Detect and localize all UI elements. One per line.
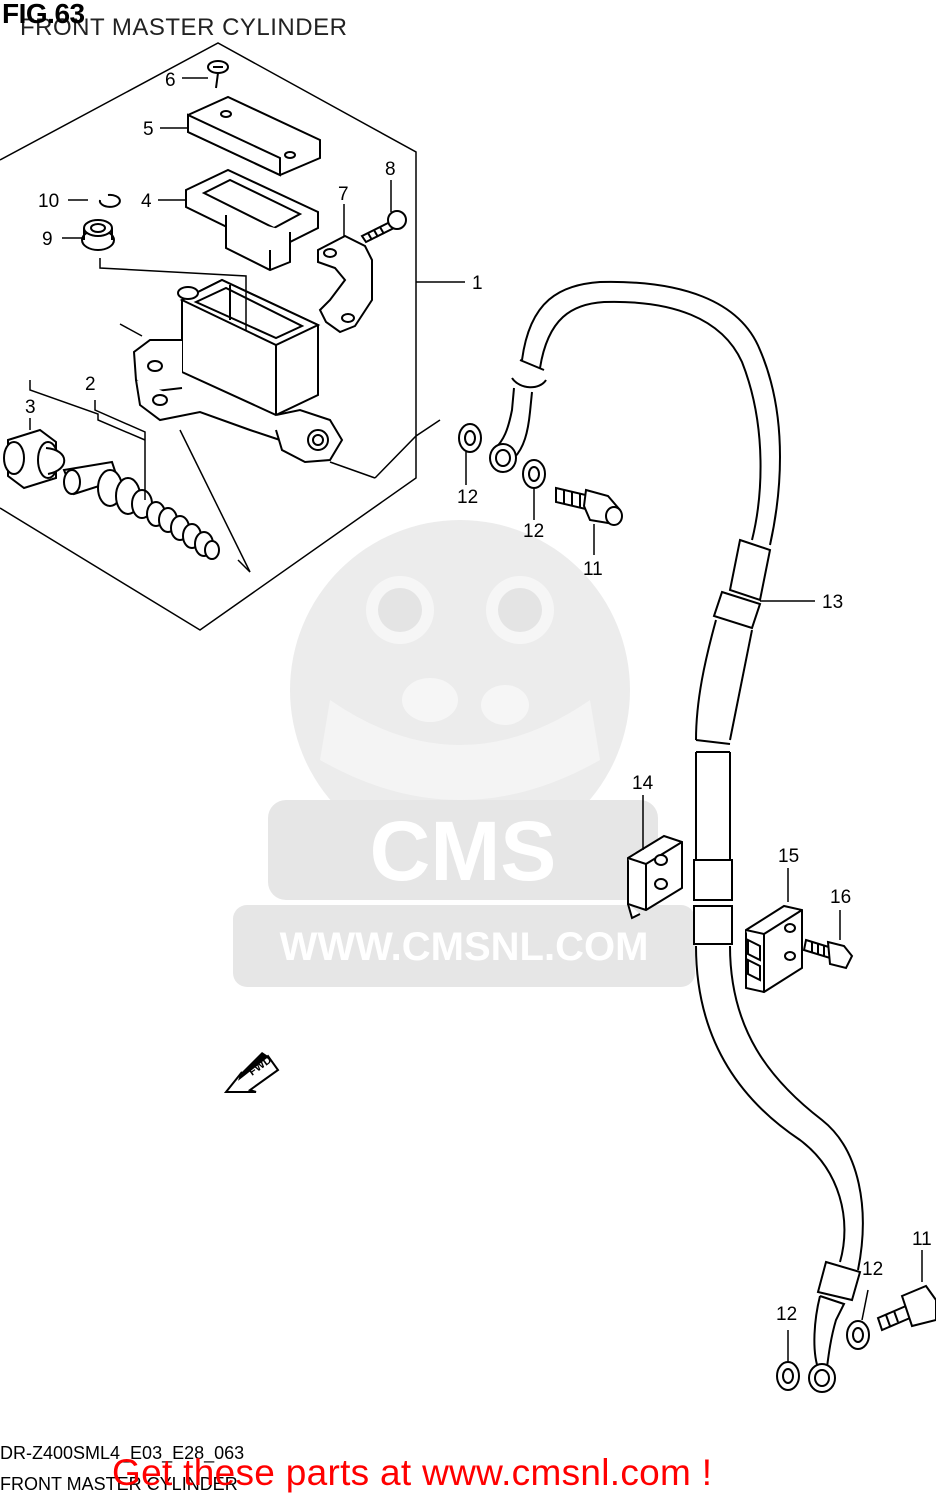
- shop-link-banner[interactable]: Get these parts at www.cmsnl.com !: [112, 1452, 713, 1493]
- part-12-washer-d: [776, 1361, 800, 1391]
- master-cylinder-body: [132, 278, 344, 464]
- part-4-diaphragm-plate: [185, 168, 319, 272]
- callout-2: 2: [85, 374, 96, 395]
- part-2-piston-kit: [62, 460, 220, 560]
- part-15-bracket: [745, 904, 803, 994]
- callout-11a: 11: [583, 559, 603, 580]
- part-14-hose-clamp: [627, 834, 683, 920]
- callout-6: 6: [165, 70, 176, 91]
- callout-15: 15: [778, 846, 799, 867]
- part-8-bolt: [360, 210, 407, 244]
- callout-12a: 12: [457, 487, 478, 508]
- brake-hose-upper: [489, 280, 781, 745]
- callout-14: 14: [632, 773, 654, 794]
- watermark-url: WWW.CMSNL.COM: [280, 925, 649, 969]
- cms-watermark-logo: CMS WWW.CMSNL.COM: [233, 520, 695, 987]
- callout-8: 8: [385, 159, 396, 180]
- forward-direction-arrow: FWD: [223, 1052, 280, 1093]
- callout-10: 10: [38, 191, 59, 212]
- part-11-union-bolt-b: [876, 1284, 936, 1332]
- part-16-bolt: [802, 938, 854, 970]
- alignment-lines: [29, 258, 441, 573]
- callout-7: 7: [338, 184, 349, 205]
- model-code: DR-Z400SML4_E03_E28_063: [0, 1443, 245, 1463]
- callout-12d: 12: [776, 1304, 797, 1325]
- part-3-piston-cup: [3, 428, 66, 490]
- part-11-union-bolt-a: [555, 486, 623, 526]
- assembly-outline: [0, 42, 417, 631]
- callout-5: 5: [143, 119, 154, 140]
- callout-3: 3: [25, 397, 36, 418]
- callout-12b: 12: [523, 521, 544, 542]
- part-6-screw: [207, 60, 229, 89]
- callout-9: 9: [42, 229, 53, 250]
- part-5-reservoir-cap: [187, 95, 321, 177]
- callout-11b: 11: [912, 1229, 932, 1250]
- callout-16: 16: [830, 887, 851, 908]
- callout-1: 1: [472, 273, 483, 294]
- part-10-circlip: [98, 193, 121, 208]
- watermark-brand: CMS: [370, 804, 557, 898]
- callout-4: 4: [141, 191, 152, 212]
- callout-13: 13: [822, 592, 843, 613]
- brake-hose-lower: [693, 751, 864, 1393]
- diagram-title: FRONT MASTER CYLINDER: [20, 14, 348, 41]
- footer-subtitle: FRONT MASTER CYLINDER: [0, 1474, 238, 1494]
- figure-number: FIG.63: [2, 0, 85, 29]
- part-12-washer-c: [846, 1320, 870, 1350]
- part-12-washer-a: [458, 423, 482, 453]
- part-9-boot: [81, 219, 115, 251]
- part-7-clamp-holder: [317, 234, 373, 334]
- callout-numbers: 1 2 3 4 5 6 7 8 9 10 11 11 12 12 12 12 1…: [25, 70, 932, 1325]
- part-12-washer-b: [522, 459, 546, 489]
- callout-12c: 12: [862, 1259, 883, 1280]
